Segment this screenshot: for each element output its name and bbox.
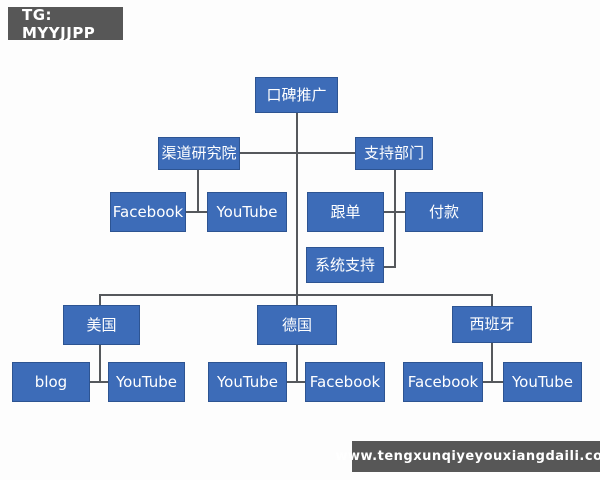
node-facebook-spain: Facebook (403, 362, 483, 402)
connector-facebook-youtube-spain (483, 381, 503, 383)
node-usa: 美国 (63, 305, 140, 345)
node-blog-usa: blog (12, 362, 90, 402)
connector-country-distribution (99, 294, 493, 296)
connector-blog-youtube (90, 381, 108, 383)
node-facebook-germany: Facebook (305, 362, 385, 402)
node-word-of-mouth-promotion: 口碑推广 (255, 77, 338, 113)
connector-order-payment (384, 211, 405, 213)
node-order-follow: 跟单 (307, 192, 384, 232)
node-facebook-channel: Facebook (110, 192, 186, 232)
connector-channel-drop (197, 170, 199, 212)
connector-root-trunk (296, 113, 298, 305)
connector-spain-drop (491, 343, 493, 383)
connector-facebook-youtube (186, 211, 207, 213)
node-youtube-channel: YouTube (207, 192, 287, 232)
connector-usa-stub (99, 294, 101, 306)
connector-germany-drop (296, 345, 298, 383)
node-channel-research-institute: 渠道研究院 (158, 137, 240, 170)
connector-system-support-stub (384, 266, 395, 268)
node-youtube-spain: YouTube (503, 362, 582, 402)
node-payment: 付款 (405, 192, 483, 232)
connector-usa-drop (99, 345, 101, 383)
connector-support-drop (394, 170, 396, 268)
node-germany: 德国 (257, 305, 337, 345)
node-spain: 西班牙 (452, 306, 532, 343)
telegram-contact-badge: TG: MYYJJPP (8, 6, 123, 42)
connector-level2 (240, 152, 355, 154)
watermark-url: www.tengxunqiyeyouxiangdaili.com (335, 441, 600, 472)
node-support-department: 支持部门 (355, 137, 433, 170)
node-youtube-usa: YouTube (108, 362, 185, 402)
node-system-support: 系统支持 (306, 247, 384, 283)
connector-youtube-facebook-germany (287, 381, 305, 383)
node-youtube-germany: YouTube (208, 362, 287, 402)
connector-spain-stub (491, 294, 493, 307)
